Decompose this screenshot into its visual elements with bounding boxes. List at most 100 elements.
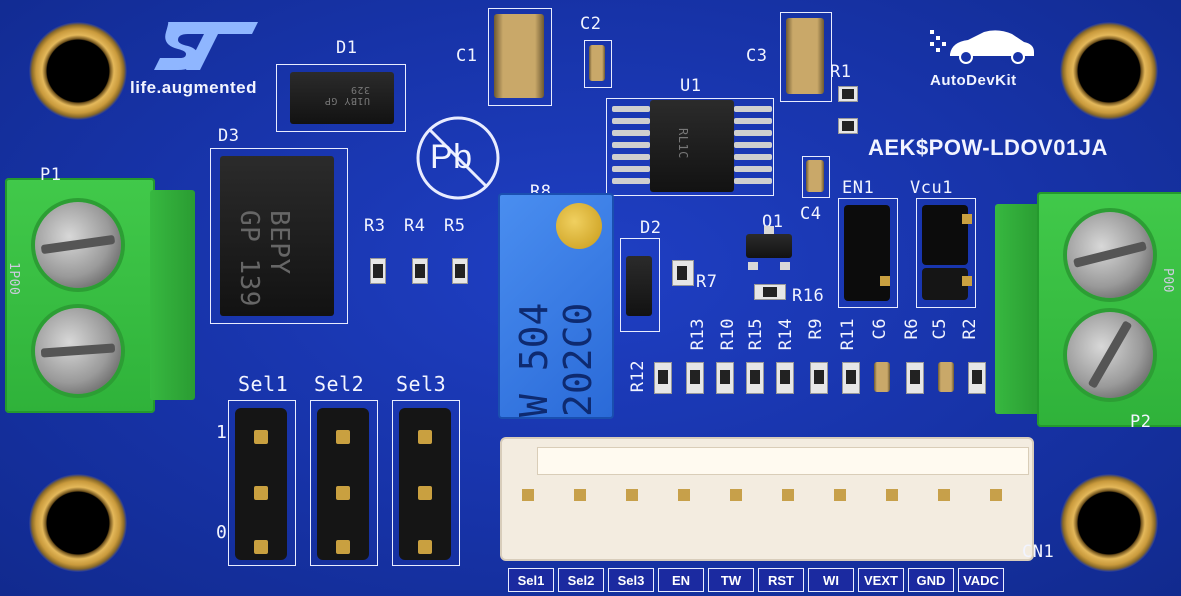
u1-pin	[734, 154, 772, 160]
label-r3: R3	[364, 216, 386, 236]
header-sel2[interactable]	[317, 408, 369, 560]
lead-free-icon	[416, 116, 500, 200]
label-sel1: Sel1	[238, 372, 289, 396]
diode-d3	[220, 156, 334, 316]
potentiometer-r8: W 504 202C0	[498, 193, 614, 419]
label-c1: C1	[456, 46, 478, 66]
logo-tagline: life.augmented	[130, 78, 257, 97]
label-d3: D3	[218, 126, 240, 146]
label-p1: P1	[40, 165, 62, 185]
sel2-outline	[310, 400, 378, 566]
capacitor-c5	[938, 362, 954, 392]
label-r10: R10	[718, 318, 738, 351]
resistor-r1-pad	[838, 118, 858, 134]
resistor-r1	[838, 86, 858, 102]
u1-pin	[612, 178, 650, 184]
connector-label-en: EN	[658, 568, 704, 592]
label-r16: R16	[792, 286, 825, 306]
label-c5: C5	[930, 318, 950, 340]
u1-pin	[612, 130, 650, 136]
label-p1-pin: 1P00	[6, 262, 21, 296]
capacitor-c6	[874, 362, 890, 392]
connector-pin	[886, 489, 898, 501]
board-name: AEK$POW-LDOV01JA	[868, 135, 1108, 160]
u1-pin	[734, 166, 772, 172]
label-r12: R12	[628, 360, 648, 393]
sel1-outline	[228, 400, 296, 566]
capacitor-c4	[806, 160, 824, 192]
label-r2: R2	[960, 318, 980, 340]
label-c2: C2	[580, 14, 602, 34]
u1-pin	[734, 118, 772, 124]
connector-label-wi: WI	[808, 568, 854, 592]
label-sel2: Sel2	[314, 372, 365, 396]
connector-pin	[678, 489, 690, 501]
pot-knob[interactable]	[556, 203, 602, 249]
sel3-outline	[392, 400, 460, 566]
d3-outline	[210, 148, 348, 324]
jumper-en1[interactable]	[844, 205, 890, 301]
capacitor-c2	[589, 45, 605, 81]
connector-pin	[730, 489, 742, 501]
jumper-vcu1[interactable]	[922, 205, 968, 265]
u1-pin	[734, 106, 772, 112]
capacitor-c3	[786, 18, 824, 94]
u1-pin	[612, 142, 650, 148]
transistor-q1	[746, 234, 792, 258]
mounting-hole-bottom-left	[29, 474, 127, 572]
terminal-block-p2	[995, 192, 1181, 427]
mounting-hole-top-left	[29, 22, 127, 120]
label-c4: C4	[800, 204, 822, 224]
resistor-r11	[842, 362, 860, 394]
c2-outline	[584, 40, 612, 88]
ic-u1	[650, 100, 734, 192]
header-sel3[interactable]	[399, 408, 451, 560]
label-pin-one: 1	[216, 422, 228, 443]
d2-outline	[620, 238, 660, 332]
label-p2-pin: P00	[1160, 268, 1175, 293]
connector-label-sel1: Sel1	[508, 568, 554, 592]
label-vcu1: Vcu1	[910, 178, 953, 198]
brand-label: AutoDevKit	[930, 72, 1017, 89]
label-en1: EN1	[842, 178, 875, 198]
header-vcu1-bottom	[922, 268, 968, 300]
u1-pin	[612, 106, 650, 112]
lead-free-text: Pb	[430, 138, 473, 176]
capacitor-c1	[494, 14, 544, 98]
diode-d2	[626, 256, 652, 316]
resistor-r16	[754, 284, 786, 300]
label-p2: P2	[1130, 412, 1152, 432]
label-sel3: Sel3	[396, 372, 447, 396]
connector-pin	[626, 489, 638, 501]
diode-d1	[290, 72, 394, 124]
resistor-r6	[906, 362, 924, 394]
connector-pin	[990, 489, 1002, 501]
resistor-r5	[452, 258, 468, 284]
u1-pin	[734, 178, 772, 184]
connector-label-vext: VEXT	[858, 568, 904, 592]
pot-marking: W 504 202C0	[512, 302, 600, 417]
connector-label-sel2: Sel2	[558, 568, 604, 592]
label-r13: R13	[688, 318, 708, 351]
d3-marking: BEPY GP 139	[234, 210, 294, 307]
label-r15: R15	[746, 318, 766, 351]
header-sel1[interactable]	[235, 408, 287, 560]
label-r9: R9	[806, 318, 826, 340]
connector-label-sel3: Sel3	[608, 568, 654, 592]
label-u1: U1	[680, 76, 702, 96]
label-c3: C3	[746, 46, 768, 66]
c4-outline	[802, 156, 830, 198]
label-pin-zero: 0	[216, 522, 228, 543]
connector-pin	[834, 489, 846, 501]
label-d2: D2	[640, 218, 662, 238]
label-r14: R14	[776, 318, 796, 351]
label-c6: C6	[870, 318, 890, 340]
resistor-r12	[654, 362, 672, 394]
terminal-block-p1	[5, 178, 200, 413]
label-r11: R11	[838, 318, 858, 351]
label-r5: R5	[444, 216, 466, 236]
c3-outline	[780, 12, 832, 102]
resistor-r14	[776, 362, 794, 394]
resistor-r10	[716, 362, 734, 394]
connector-label-rst: RST	[758, 568, 804, 592]
